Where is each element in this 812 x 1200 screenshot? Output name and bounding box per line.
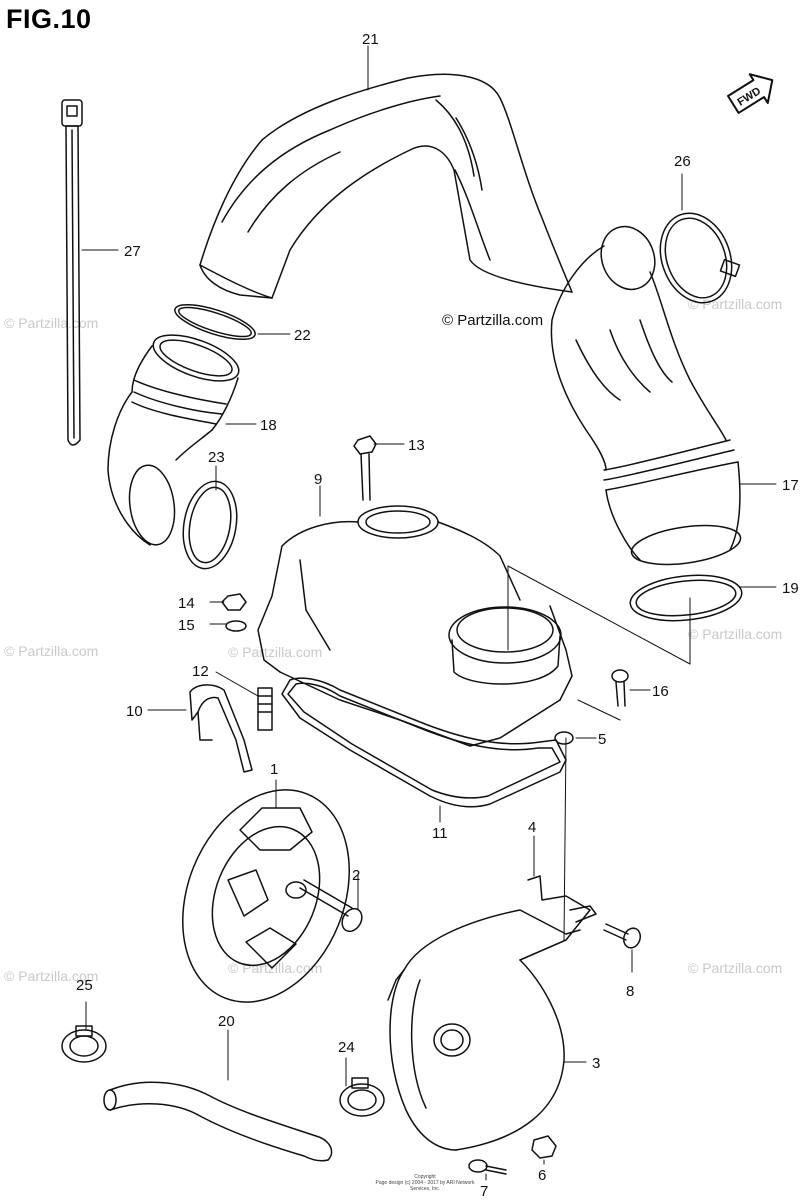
- callout-25: 25: [76, 977, 93, 994]
- watermark: © Partzilla.com: [688, 296, 783, 312]
- watermark: © Partzilla.com: [688, 960, 783, 976]
- callout-10: 10: [126, 703, 143, 720]
- lower-clamp-part: [629, 574, 743, 622]
- watermark: © Partzilla.com: [228, 960, 323, 976]
- washer-5-part: [554, 731, 574, 745]
- watermark: © Partzilla.com: [4, 643, 99, 659]
- small-clamp-25-part: [61, 1025, 107, 1063]
- callout-11: 11: [432, 825, 448, 842]
- callout-4: 4: [528, 819, 536, 836]
- screw-8-part: [603, 923, 642, 949]
- bolt-16-part: [611, 669, 629, 707]
- reference-lines: [507, 565, 691, 941]
- watermark: © Partzilla.com: [4, 315, 99, 331]
- elbow-hose-part: [107, 334, 240, 546]
- bolt-2-part: [299, 879, 363, 933]
- copyright-line: Page design (c) 2004 - 2017 by ARI Netwo…: [375, 1180, 475, 1192]
- clamp-band-part: [182, 480, 238, 570]
- callout-22: 22: [294, 327, 311, 344]
- leader-lines: [81, 45, 777, 1181]
- intake-duct-part: [199, 73, 573, 299]
- callout-12: 12: [192, 663, 209, 680]
- screw-7-part: [468, 1159, 507, 1175]
- fwd-arrow-icon: FWD: [727, 73, 774, 114]
- gasket-part: [281, 677, 567, 808]
- callout-17: 17: [782, 477, 799, 494]
- hose-clamp-part: [659, 212, 741, 304]
- callout-6: 6: [538, 1167, 546, 1184]
- washer-part: [225, 620, 247, 632]
- callout-18: 18: [260, 417, 277, 434]
- ring-part-inner: [178, 306, 252, 338]
- watermark: © Partzilla.com: [228, 644, 323, 660]
- copyright-note: Copyright Page design (c) 2004 - 2017 by…: [365, 1174, 485, 1192]
- lower-housing-part: [387, 875, 597, 1151]
- stud-part: [257, 687, 273, 731]
- ring-part: [174, 303, 256, 341]
- small-clamp-24-part: [339, 1077, 385, 1117]
- callout-5: 5: [598, 731, 606, 748]
- bracket-part: [189, 684, 253, 773]
- callout-27: 27: [124, 243, 141, 260]
- callout-16: 16: [652, 683, 669, 700]
- airbox-cover-part: [257, 505, 573, 747]
- callout-9: 9: [314, 471, 322, 488]
- watermark: © Partzilla.com: [4, 968, 99, 984]
- drain-hose-part: [103, 1081, 333, 1162]
- callout-23: 23: [208, 449, 225, 466]
- callout-26: 26: [674, 153, 691, 170]
- watermark: © Partzilla.com: [688, 626, 783, 642]
- callout-14: 14: [178, 595, 195, 612]
- callout-3: 3: [592, 1055, 600, 1072]
- callout-13: 13: [408, 437, 425, 454]
- callout-15: 15: [178, 617, 195, 634]
- figure-title: FIG.10: [6, 4, 92, 34]
- callout-1: 1: [270, 761, 278, 778]
- bolt-13-part: [353, 435, 377, 501]
- impeller-plate-part: [182, 789, 350, 1003]
- watermark-center: © Partzilla.com: [442, 312, 544, 329]
- callout-20: 20: [218, 1013, 235, 1030]
- callout-7: 7: [480, 1183, 488, 1200]
- nut-part: [221, 593, 247, 611]
- copyright-line: Copyright: [414, 1174, 436, 1180]
- cable-tie-part: [61, 99, 83, 446]
- cap-6-part: [531, 1135, 557, 1159]
- callout-2: 2: [352, 867, 360, 884]
- connecting-hose-part: [550, 225, 742, 566]
- callout-8: 8: [626, 983, 634, 1000]
- callout-24: 24: [338, 1039, 355, 1056]
- callout-21: 21: [362, 31, 379, 48]
- callout-19: 19: [782, 580, 799, 597]
